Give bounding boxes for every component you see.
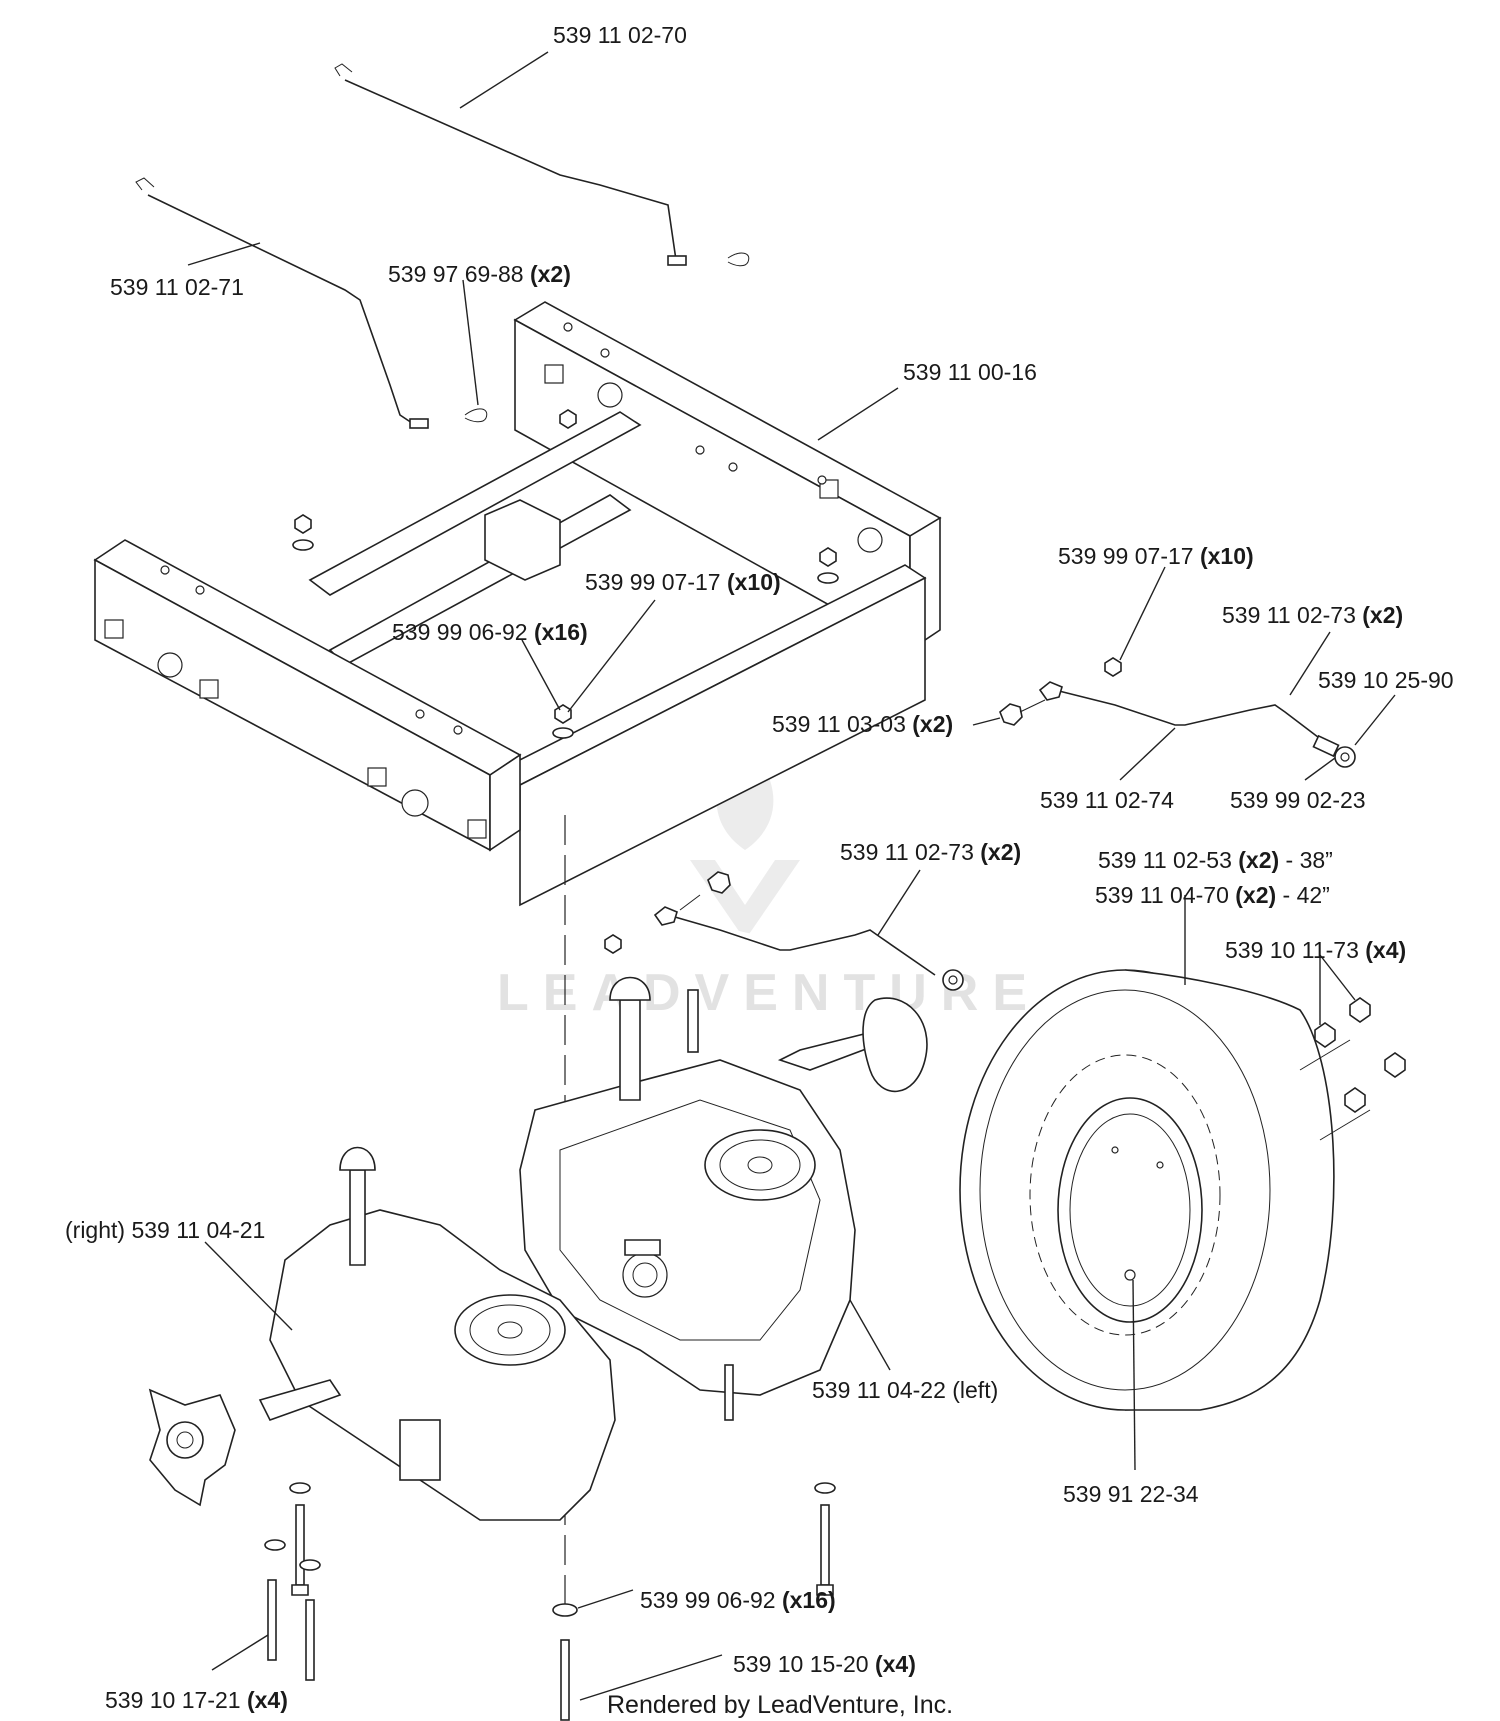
callout-539-11-02-71: 539 11 02-71 xyxy=(110,274,244,300)
rod-02-71 xyxy=(135,177,488,429)
transmission-right xyxy=(148,1146,616,1521)
callout-539-11-04-70: 539 11 04-70 (x2) - 42” xyxy=(1095,882,1330,908)
footer-credit: Rendered by LeadVenture, Inc. xyxy=(607,1691,953,1719)
callout-539-11-04-22-left: 539 11 04-22 (left) xyxy=(812,1377,998,1403)
linkage-right xyxy=(999,657,1356,768)
callout-539-99-06-92-bottom: 539 99 06-92 (x16) xyxy=(640,1587,836,1613)
callout-539-99-07-17-frame: 539 99 07-17 (x10) xyxy=(585,569,781,595)
callout-539-10-15-20: 539 10 15-20 (x4) xyxy=(733,1651,916,1677)
linkage-middle xyxy=(604,871,964,991)
callout-539-11-02-70: 539 11 02-70 xyxy=(553,22,687,48)
callout-539-11-02-53: 539 11 02-53 (x2) - 38” xyxy=(1098,847,1333,873)
callout-539-11-02-74: 539 11 02-74 xyxy=(1040,787,1174,813)
callout-539-11-02-73-right: 539 11 02-73 (x2) xyxy=(1222,602,1403,628)
leader-lines xyxy=(187,51,1396,1701)
callout-539-97-69-88: 539 97 69-88 (x2) xyxy=(388,261,571,287)
bottom-hardware xyxy=(264,1482,836,1721)
watermark: LEADVENTURE xyxy=(497,740,1041,1022)
rod-02-70 xyxy=(334,63,750,267)
frame xyxy=(93,301,942,907)
callout-539-91-22-34: 539 91 22-34 xyxy=(1063,1481,1199,1507)
callout-539-11-00-16: 539 11 00-16 xyxy=(903,359,1037,385)
watermark-text: LEADVENTURE xyxy=(497,964,1041,1022)
transmission-left xyxy=(519,976,928,1421)
callout-539-10-17-21: 539 10 17-21 (x4) xyxy=(105,1687,288,1713)
callout-539-11-02-73-middle: 539 11 02-73 (x2) xyxy=(840,839,1021,865)
callout-539-10-25-90: 539 10 25-90 xyxy=(1318,667,1454,693)
callout-labels: 539 11 02-70 539 11 02-71 539 97 69-88 (… xyxy=(65,22,1454,1713)
wheel xyxy=(959,969,1371,1411)
callout-539-11-03-03: 539 11 03-03 (x2) xyxy=(772,711,953,737)
lug-nuts xyxy=(1314,997,1406,1113)
callout-539-11-04-21-right: (right) 539 11 04-21 xyxy=(65,1217,265,1243)
callout-539-10-11-73: 539 10 11-73 (x4) xyxy=(1225,937,1406,963)
callout-539-99-02-23: 539 99 02-23 xyxy=(1230,787,1366,813)
callout-539-99-06-92-frame: 539 99 06-92 (x16) xyxy=(392,619,588,645)
callout-539-99-07-17-linkage: 539 99 07-17 (x10) xyxy=(1058,543,1254,569)
